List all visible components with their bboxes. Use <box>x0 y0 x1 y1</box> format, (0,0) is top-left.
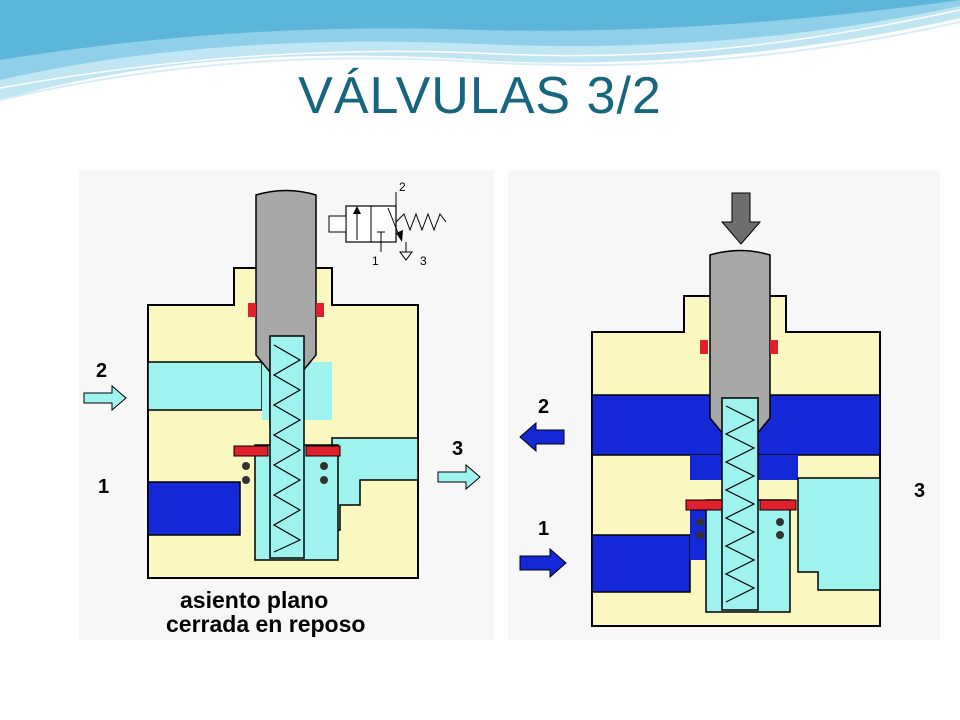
right-port-1-label: 1 <box>538 518 550 540</box>
left-port-1-label: 1 <box>98 476 110 498</box>
left-caption: asiento plano cerrada en reposo <box>150 588 470 636</box>
left-port-3-label: 3 <box>452 438 464 460</box>
caption-line-1: asiento plano <box>180 587 329 613</box>
header-wave <box>0 0 960 101</box>
symbol-label-3: 3 <box>420 254 427 268</box>
spring-icon <box>272 344 302 553</box>
slide-title: VÁLVULAS 3/2 <box>298 67 662 125</box>
push-arrow-icon <box>720 192 762 245</box>
symbol-label-2: 2 <box>399 180 406 194</box>
valve-symbol-icon <box>328 192 447 261</box>
symbol-label-1: 1 <box>372 254 379 268</box>
right-port-3-label: 3 <box>914 480 926 502</box>
left-port-2-label: 2 <box>96 360 108 382</box>
caption-line-2: cerrada en reposo <box>166 611 366 637</box>
right-port-2-label: 2 <box>538 396 550 418</box>
